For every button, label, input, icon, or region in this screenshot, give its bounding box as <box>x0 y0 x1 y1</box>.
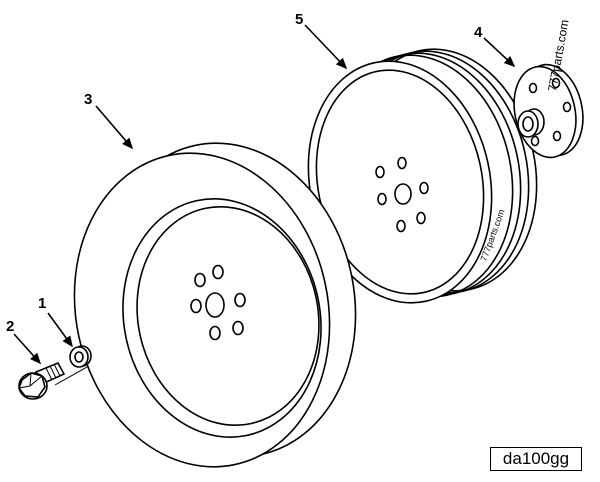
pulley: 777parts.com <box>307 48 538 304</box>
figure-id-text: da100gg <box>502 449 570 468</box>
figure-id-label: da100gg <box>490 447 582 471</box>
vibration-damper <box>73 142 357 468</box>
callout-3: 3 <box>84 91 92 108</box>
callout-2: 2 <box>6 318 14 335</box>
callout-arrows <box>13 24 516 365</box>
callout-4: 4 <box>474 24 483 41</box>
washer <box>69 345 92 368</box>
capscrew <box>18 361 66 400</box>
pulley-bolt-holes <box>375 156 429 233</box>
callout-5: 5 <box>295 11 303 28</box>
damper-bolt-holes <box>190 264 246 341</box>
callout-1: 1 <box>38 295 46 312</box>
